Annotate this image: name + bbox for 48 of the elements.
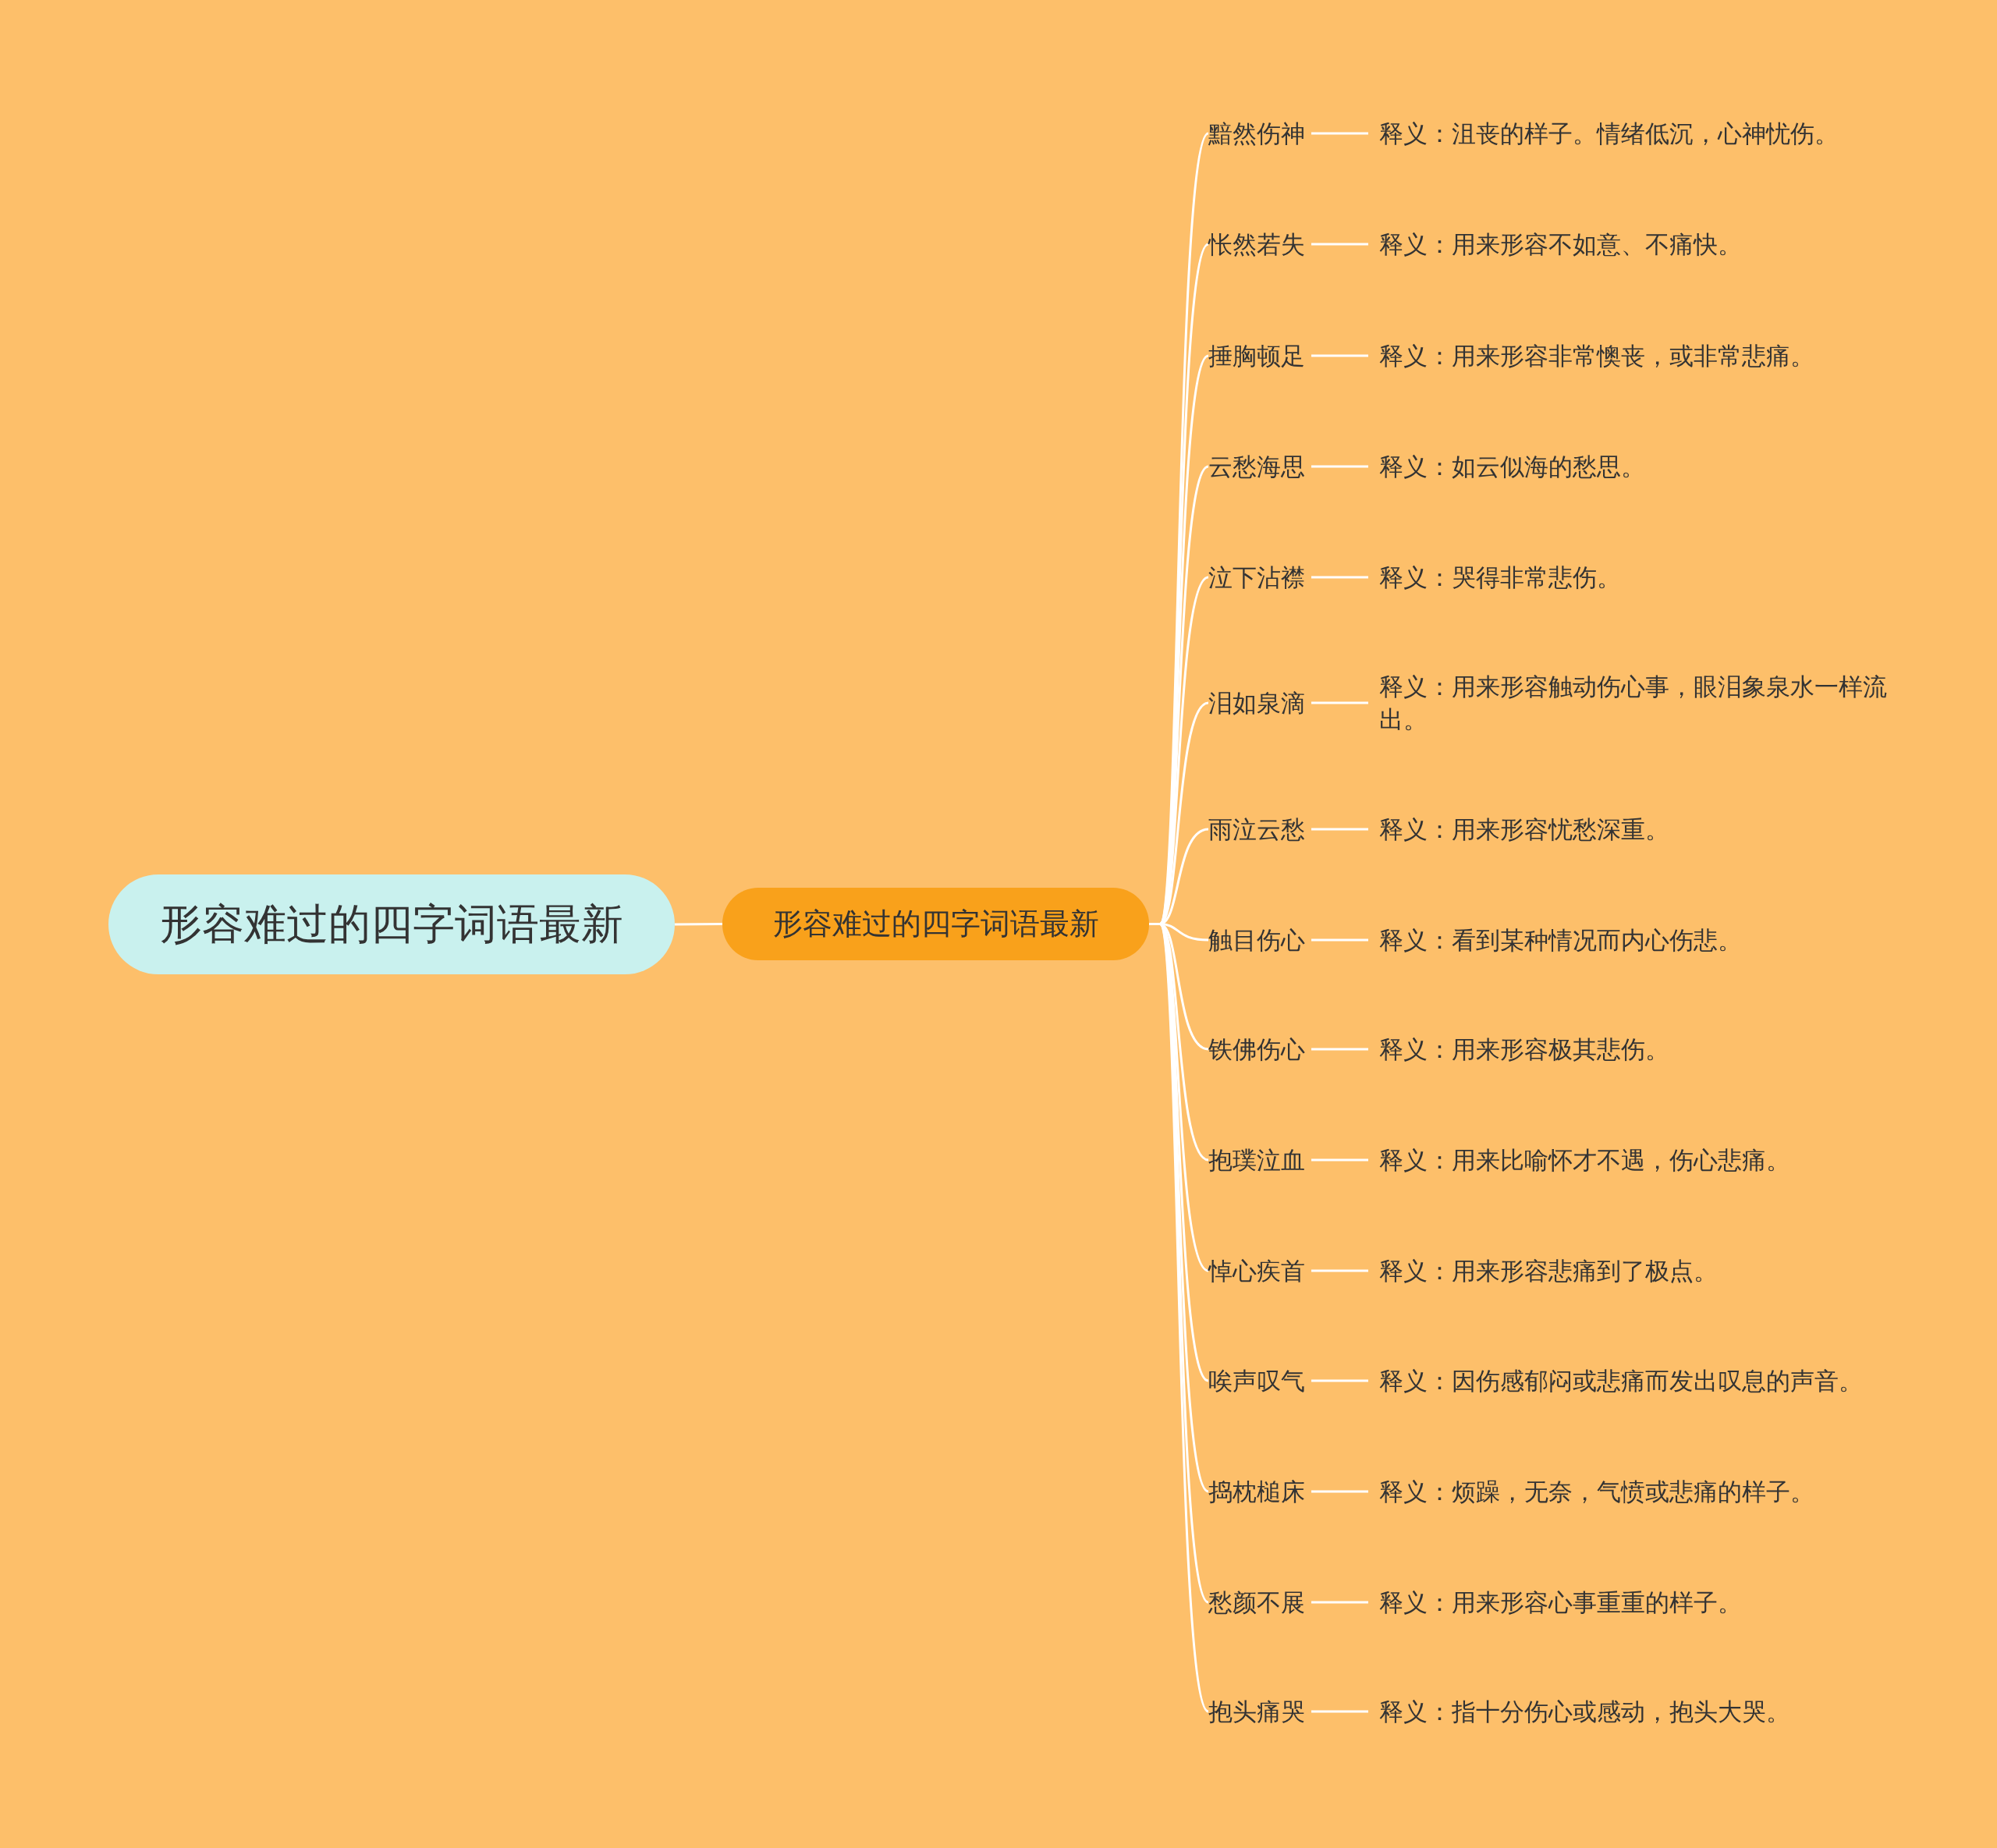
idiom-text: 触目伤心 [1208,920,1305,959]
idiom-text: 泪如泉滴 [1208,683,1305,722]
definition-text: 释义：用来形容触动伤心事，眼泪象泉水一样流出。 [1373,664,1919,742]
idiom-text: 愁颜不展 [1208,1583,1305,1622]
connector-line [1311,465,1368,468]
definition-text: 释义：用来形容极其悲伤。 [1373,1010,1919,1088]
idiom-text: 云愁海思 [1208,447,1305,486]
topic-box: 形容难过的四字词语最新 [722,888,1149,960]
idiom-text: 抱头痛哭 [1208,1692,1305,1731]
idiom-text: 雨泣云愁 [1208,810,1305,849]
idiom-text: 抱璞泣血 [1208,1140,1305,1179]
definition-text: 释义：指十分伤心或感动，抱头大哭。 [1373,1672,1919,1750]
idiom-text: 黯然伤神 [1208,114,1305,153]
connector-line [1311,576,1368,579]
connector-line [1311,1269,1368,1272]
definition-text: 释义：如云似海的愁思。 [1373,427,1919,505]
definition-text: 释义：用来形容非常懊丧，或非常悲痛。 [1373,317,1919,395]
definition-text: 释义：用来形容悲痛到了极点。 [1373,1232,1919,1310]
definition-text: 释义：烦躁，无奈，气愤或悲痛的样子。 [1373,1453,1919,1531]
idiom-text: 泣下沾襟 [1208,558,1305,597]
root-topic-box: 形容难过的四字词语最新 [108,874,675,974]
connector-line [675,923,722,926]
connector-line [1311,354,1368,357]
idiom-text: 捶胸顿足 [1208,336,1305,375]
definition-text: 释义：哭得非常悲伤。 [1373,538,1919,616]
connector-line [1311,828,1368,831]
connector-line [1311,1601,1368,1604]
connector-line [1311,243,1368,246]
idiom-text: 捣枕槌床 [1208,1472,1305,1511]
connector-line [1311,1048,1368,1051]
idiom-text: 悼心疾首 [1208,1251,1305,1290]
definition-text: 释义：看到某种情况而内心伤悲。 [1373,901,1919,979]
definition-text: 释义：用来形容不如意、不痛快。 [1373,205,1919,283]
idiom-text: 铁佛伤心 [1208,1030,1305,1069]
definition-text: 释义：用来形容心事重重的样子。 [1373,1563,1919,1641]
definition-text: 释义：沮丧的样子。情绪低沉，心神忧伤。 [1373,94,1919,172]
connector-line [1311,938,1368,942]
connector-line [1311,1379,1368,1382]
idiom-text: 怅然若失 [1208,225,1305,264]
connector-line [1311,1490,1368,1493]
connector-line [1311,701,1368,704]
connector-line [1311,1710,1368,1713]
connector-line [1311,1158,1368,1162]
connector-line [1311,132,1368,135]
definition-text: 释义：用来形容忧愁深重。 [1373,790,1919,868]
definition-text: 释义：用来比喻怀才不遇，伤心悲痛。 [1373,1121,1919,1199]
idiom-text: 唉声叹气 [1208,1361,1305,1400]
definition-text: 释义：因伤感郁闷或悲痛而发出叹息的声音。 [1373,1342,1919,1420]
